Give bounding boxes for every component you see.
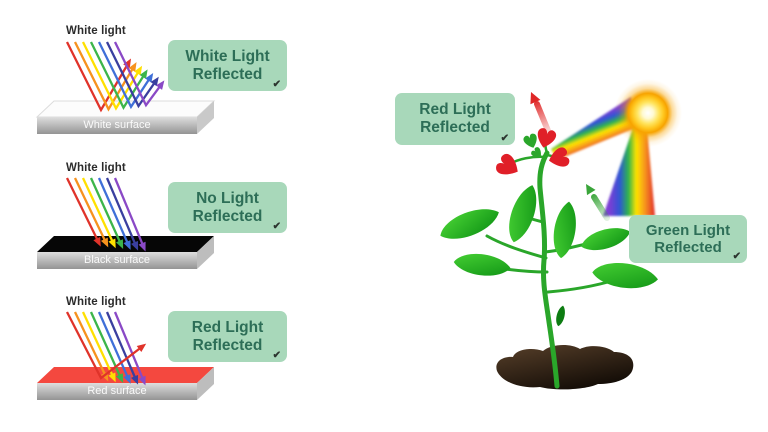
- light-ray: [73, 311, 108, 379]
- badge-no-light-reflected: No Light Reflected ✔: [168, 182, 287, 233]
- light-ray: [97, 41, 152, 110]
- light-ray-arrowhead: [145, 73, 154, 83]
- badge-line: Red Light: [191, 318, 264, 336]
- green-light-reflected-arrow: [586, 184, 610, 221]
- checkmark-icon: ✔: [272, 79, 281, 90]
- light-ray-arrowhead: [115, 239, 124, 250]
- light-ray: [113, 177, 146, 249]
- checkmark-icon: ✔: [272, 350, 281, 361]
- light-ray: [97, 177, 131, 247]
- badge-line: Red Light: [419, 101, 491, 119]
- white-light-label-2: White light: [66, 162, 126, 174]
- light-ray: [113, 311, 146, 383]
- plant-stem: [537, 150, 560, 389]
- rays-on-black-surface: [65, 177, 146, 252]
- light-ray-arrowhead: [138, 375, 146, 386]
- light-ray: [105, 177, 138, 248]
- white-surface-label: White surface: [83, 119, 151, 131]
- light-ray-arrowhead: [123, 240, 131, 250]
- rays-on-red-surface: [65, 311, 147, 386]
- white-light-label-1: White light: [66, 25, 126, 37]
- light-ray-arrowhead: [136, 343, 147, 353]
- light-ray-arrowhead: [134, 65, 143, 76]
- light-ray-arrowhead: [108, 238, 116, 249]
- light-ray-arrowhead: [100, 237, 109, 248]
- light-ray-arrowhead: [155, 80, 165, 90]
- light-ray: [65, 41, 130, 113]
- light-ray-arrowhead: [93, 236, 101, 247]
- light-ray-arrowhead: [131, 240, 139, 251]
- white-surface-side: [197, 101, 214, 134]
- badge-line: Reflected: [654, 239, 722, 256]
- light-ray: [97, 311, 131, 381]
- light-ray-arrowhead: [138, 241, 146, 252]
- light-ray: [81, 41, 141, 111]
- sun-icon: [614, 79, 682, 147]
- light-ray: [105, 41, 158, 109]
- plant: [435, 126, 660, 390]
- light-ray: [105, 311, 138, 382]
- badge-line: White Light: [185, 47, 270, 65]
- white-surface-slab: [35, 100, 216, 134]
- light-ray-arrowhead: [128, 62, 137, 72]
- light-ray: [81, 177, 116, 246]
- light-ray: [65, 311, 144, 380]
- red-surface-front: [37, 383, 197, 400]
- checkmark-icon: ✔: [272, 221, 281, 232]
- light-ray: [113, 41, 163, 108]
- badge-white-light-reflected: White Light Reflected ✔: [168, 40, 287, 91]
- checkmark-icon: ✔: [500, 133, 509, 144]
- badge-line: Reflected: [420, 119, 490, 136]
- light-ray-arrowhead: [139, 69, 148, 80]
- badge-red-light-reflected-plant: Red Light Reflected ✔: [395, 93, 515, 145]
- light-ray: [89, 311, 123, 380]
- black-surface-side: [197, 236, 214, 269]
- badge-red-light-reflected: Red Light Reflected ✔: [168, 311, 287, 362]
- light-ray-arrowhead: [150, 76, 159, 87]
- black-surface-label: Black surface: [83, 254, 151, 266]
- light-ray-arrowhead: [131, 374, 139, 385]
- black-surface-front: [37, 252, 197, 269]
- white-light-label-3: White light: [66, 296, 126, 308]
- light-ray: [89, 177, 123, 246]
- badge-line: Green Light: [645, 221, 731, 239]
- light-ray-arrowhead: [108, 372, 116, 383]
- red-surface-side: [197, 367, 214, 400]
- badge-line: Reflected: [192, 65, 263, 83]
- light-ray-arrowhead: [123, 58, 132, 69]
- light-ray-arrowhead: [115, 373, 124, 384]
- red-surface-label: Red surface: [87, 385, 147, 397]
- soil: [496, 345, 634, 390]
- light-ray: [81, 311, 116, 380]
- light-ray: [89, 41, 147, 110]
- light-ray: [65, 177, 101, 244]
- light-ray-arrowhead: [123, 374, 131, 384]
- light-ray: [73, 177, 108, 245]
- badge-green-light-reflected-plant: Green Light Reflected ✔: [629, 215, 747, 263]
- rays-on-white-surface: [65, 41, 165, 113]
- checkmark-icon: ✔: [732, 251, 741, 262]
- red-light-reflected-arrow: [530, 92, 552, 136]
- plant-branches: [485, 214, 617, 294]
- badge-line: Reflected: [192, 207, 263, 225]
- badge-line: No Light: [196, 189, 259, 207]
- badge-line: Reflected: [192, 336, 263, 354]
- white-surface-front: [37, 117, 197, 134]
